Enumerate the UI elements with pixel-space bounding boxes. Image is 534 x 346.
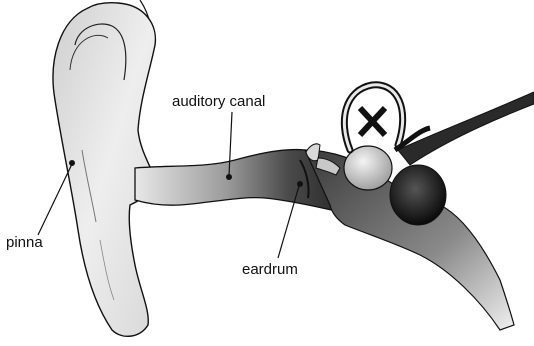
eardrum-label: eardrum	[242, 261, 298, 278]
pinna-leader	[38, 164, 72, 235]
auditory-canal-marker	[226, 174, 232, 180]
label-pinna: pinna	[6, 160, 75, 251]
eardrum-marker	[297, 181, 303, 187]
cochlea	[390, 165, 446, 225]
pinna-marker	[69, 160, 75, 166]
auditory-canal-label: auditory canal	[172, 93, 265, 110]
semicircular-canals	[344, 85, 430, 150]
auditory-nerve	[398, 92, 534, 165]
pinna-label: pinna	[6, 234, 43, 251]
